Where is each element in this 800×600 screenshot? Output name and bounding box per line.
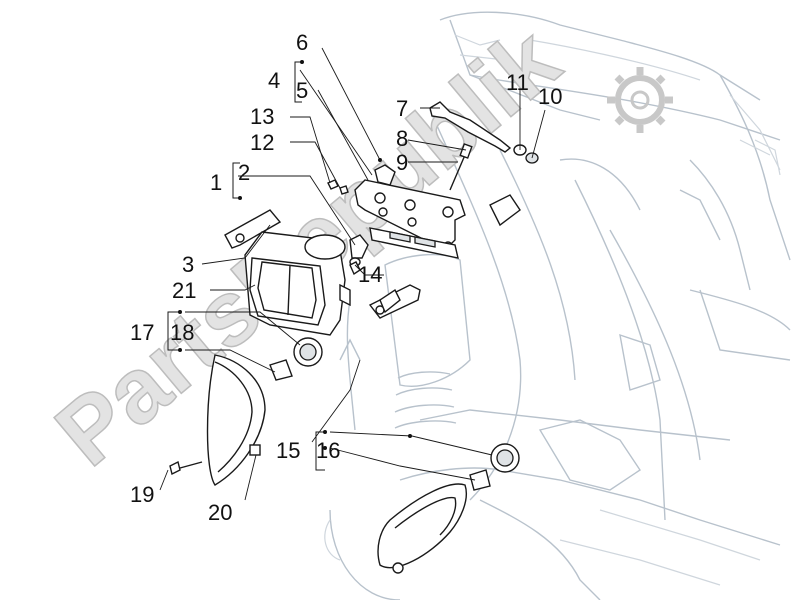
callout-16: 16: [316, 438, 340, 463]
callout-20: 20: [208, 500, 232, 525]
callout-numbers: 6 4 5 7 13 8 12 9 11 10 2 1 3 14 21 17 1…: [130, 30, 562, 525]
callout-18: 18: [170, 320, 194, 345]
headlamp-unit: [244, 231, 351, 336]
callout-6: 6: [296, 30, 308, 55]
callout-11: 11: [506, 70, 529, 95]
group-brackets: [167, 60, 412, 471]
left-indicator: [206, 337, 323, 486]
callout-15: 15: [276, 438, 300, 463]
callout-12: 12: [250, 130, 274, 155]
callout-4: 4: [268, 68, 280, 93]
callout-14: 14: [358, 262, 382, 287]
leader-lines: [159, 47, 546, 501]
bulb: [349, 234, 369, 259]
gear-icon: [607, 67, 673, 133]
callout-10: 10: [538, 84, 562, 109]
scooter-outline: [324, 11, 791, 600]
callout-3: 3: [182, 252, 194, 277]
callout-5: 5: [296, 78, 308, 103]
callout-7: 7: [396, 96, 408, 121]
callout-9: 9: [396, 150, 408, 175]
right-indicator: [377, 443, 520, 574]
parts: [169, 101, 539, 574]
callout-1: 1: [210, 170, 222, 195]
callout-17: 17: [130, 320, 154, 345]
callout-19: 19: [130, 482, 154, 507]
callout-2: 2: [238, 160, 250, 185]
callout-13: 13: [250, 104, 274, 129]
callout-21: 21: [172, 278, 196, 303]
adjusting-lever: [429, 101, 512, 153]
horn-grille: [394, 371, 457, 429]
callout-8: 8: [396, 126, 408, 151]
